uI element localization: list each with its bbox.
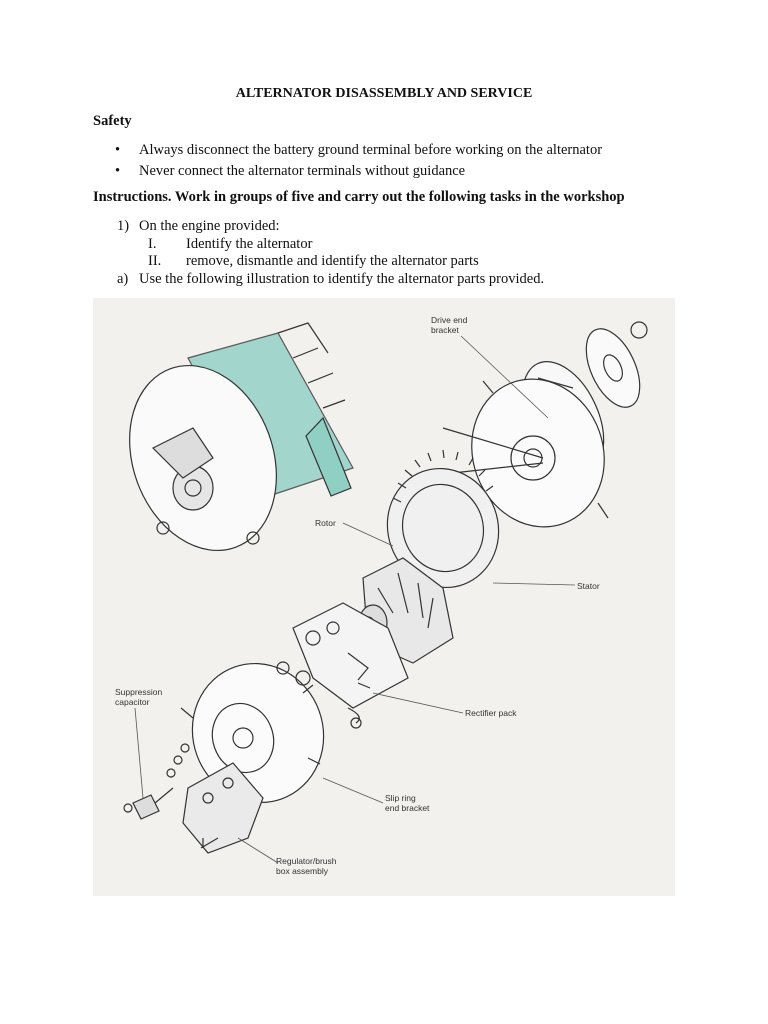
substep-text: remove, dismantle and identify the alter… xyxy=(186,253,479,269)
substep-2: II. remove, dismantle and identify the al… xyxy=(148,252,479,270)
substep-text: Identify the alternator xyxy=(186,236,313,252)
substep-number: II. xyxy=(148,253,162,269)
label-drive-end-bracket: Drive end xyxy=(431,315,468,325)
label-rotor: Rotor xyxy=(315,518,336,528)
label-regulator-brush-box: Regulator/brush xyxy=(276,856,337,866)
bullet-icon: • xyxy=(115,142,121,158)
safety-heading: Safety xyxy=(93,113,132,129)
safety-list: •Always disconnect the battery ground te… xyxy=(93,141,602,183)
label-suppression-capacitor: Suppression xyxy=(115,687,163,697)
alternator-exploded-illustration: Drive end bracket Rotor Stator Rectifier… xyxy=(93,298,675,896)
regulator-brush-box xyxy=(182,762,264,854)
rectifier-pack xyxy=(292,602,409,729)
label-slip-ring-end-bracket: end bracket xyxy=(385,803,430,813)
step-1: 1) On the engine provided: xyxy=(117,217,280,235)
drive-end-bracket xyxy=(432,378,609,528)
step-text: On the engine provided: xyxy=(139,218,280,234)
label-rectifier-pack: Rectifier pack xyxy=(465,708,517,718)
document-title: ALTERNATOR DISASSEMBLY AND SERVICE xyxy=(235,86,533,101)
safety-item: •Never connect the alternator terminals … xyxy=(115,163,466,179)
label-drive-end-bracket: bracket xyxy=(431,325,460,335)
step-text: Use the following illustration to identi… xyxy=(139,271,545,287)
step-a: a) Use the following illustration to iden… xyxy=(117,270,544,288)
assembled-alternator xyxy=(129,322,354,552)
substep-number: I. xyxy=(148,236,157,252)
safety-item: •Always disconnect the battery ground te… xyxy=(115,142,603,158)
suppression-capacitor xyxy=(123,743,190,820)
substep-1: I. Identify the alternator xyxy=(148,235,312,253)
step-number: 1) xyxy=(117,218,130,234)
leader-lines xyxy=(134,335,576,864)
label-regulator-brush-box: box assembly xyxy=(276,866,329,876)
label-suppression-capacitor: capacitor xyxy=(115,697,150,707)
instructions-heading: Instructions. Work in groups of five and… xyxy=(93,189,625,205)
label-slip-ring-end-bracket: Slip ring xyxy=(385,793,416,803)
bullet-icon: • xyxy=(115,163,121,179)
step-number: a) xyxy=(117,271,129,287)
alternator-diagram: Drive end bracket Rotor Stator Rectifier… xyxy=(115,315,648,876)
stator xyxy=(386,449,500,589)
label-stator: Stator xyxy=(577,581,600,591)
